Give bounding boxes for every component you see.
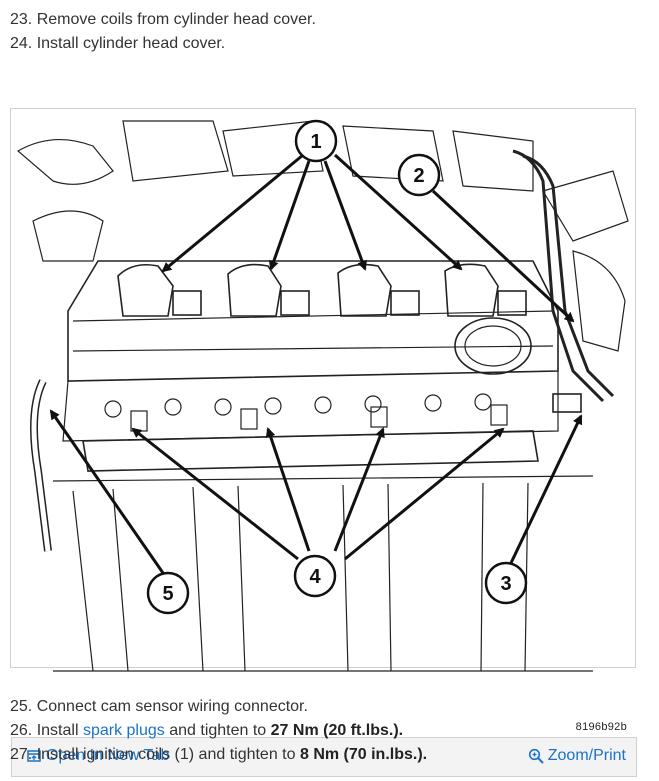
engine-coil-diagram[interactable]: 1 2 3 4 5 — [13, 111, 633, 731]
step-24: 24. Install cylinder head cover. — [10, 35, 226, 52]
zoom-print-button[interactable]: Zoom/Print — [528, 747, 626, 765]
open-tab-icon — [27, 750, 41, 762]
step-27: 27. Install ignition coils (1) and tight… — [10, 746, 428, 763]
instruction-list-top: 23. Remove coils from cylinder head cove… — [10, 8, 316, 56]
callout-5: 5 — [162, 583, 173, 605]
open-in-new-tab-button[interactable]: Open In New Tab — [26, 747, 169, 765]
callout-3: 3 — [500, 573, 511, 595]
torque-spec: 8 Nm (70 in.lbs.) — [299, 746, 423, 763]
zoom-print-label: Zoom/Print — [547, 747, 626, 764]
spark-plugs-link[interactable]: spark plugs — [82, 722, 165, 739]
instruction-list-bottom: 25. Connect cam sensor wiring connector.… — [10, 695, 427, 767]
step-23: 23. Remove coils from cylinder head cove… — [10, 11, 316, 28]
open-in-new-tab-label: Open In New Tab — [46, 747, 170, 764]
figure-container: 1 2 3 4 5 8196b92b Open In New Tab Zoom/… — [10, 108, 637, 777]
figure-toolbar: Open In New Tab Zoom/Print — [11, 737, 637, 777]
step-25: 25. Connect cam sensor wiring connector. — [10, 698, 308, 715]
callout-1: 1 — [310, 131, 321, 153]
callout-2: 2 — [413, 165, 424, 187]
figure-code: 8196b92b — [575, 721, 627, 733]
zoom-icon — [528, 748, 544, 764]
callout-4: 4 — [309, 566, 321, 588]
torque-spec: 27 Nm (20 ft.lbs.) — [270, 722, 399, 739]
step-26: 26. Install spark plugs and tighten to 2… — [10, 722, 404, 739]
